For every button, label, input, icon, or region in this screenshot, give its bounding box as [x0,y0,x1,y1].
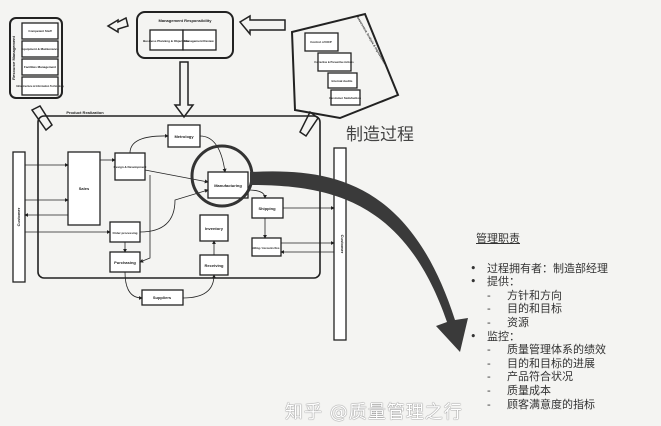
realization-title: Product Realization [66,110,104,115]
monitor-sub: 质量管理体系的绩效 [476,343,608,357]
watermark: 知乎 @质量管理之行 [285,402,463,423]
box-label: Control of NCP [310,40,332,44]
responsibility-panel: 管理职责 过程拥有者：制造部经理 提供： 方针和方向 目的和目标 资源 监控： … [470,232,608,412]
process-billing: Billing / Accounts Rec. [252,246,280,250]
process-manufacturing: Manufacturing [214,183,242,188]
box-label: Customer Satisfaction [329,96,361,100]
process-title: 制造过程 [346,125,414,145]
box-label: Competent Staff [28,29,51,33]
customer-left: Customer [16,207,21,226]
process-sales: Sales [79,186,90,191]
resource-title: Resource Management [11,35,16,79]
provide-sub: 目的和目标 [476,302,608,316]
box-label: Internal Audits [332,79,353,83]
owner-item: 过程拥有者：制造部经理 [470,262,608,276]
box-label: Business Planning & Objectives [143,39,189,43]
customer-right: Customer [340,235,345,254]
monitor-sub: 产品符合状况 [476,370,608,384]
monitor-item: 监控： [470,330,608,344]
process-metrology: Metrology [174,134,194,139]
provide-sub: 资源 [476,316,608,330]
box-label: Equipment & Maintenance [21,47,59,51]
process-suppliers: Suppliers [153,295,172,300]
box-label: Facilities Management [24,65,56,69]
box-label: Management Review [184,39,214,43]
process-shipping: Shipping [258,206,276,211]
provide-sub: 方针和方向 [476,289,608,303]
box-label: Corrective & Preventive Actions [314,60,354,64]
panel-heading: 管理职责 [476,232,520,245]
process-order: Order processing [112,231,137,235]
big-curved-arrow [250,171,468,352]
process-design: Design & Development [114,165,147,169]
measurement-title: Measurement, Analysis & Improvement [355,14,386,64]
provide-item: 提供： [470,275,608,289]
process-receiving: Receiving [205,263,224,268]
monitor-sub: 质量成本 [476,384,608,398]
process-purchasing: Purchasing [114,260,136,265]
process-inventory: Inventory [205,226,224,231]
management-title: Management Responsibility [159,18,213,23]
monitor-sub: 目的和目标的进展 [476,357,608,371]
monitor-sub: 顾客满意度的指标 [476,398,608,412]
box-label: Infrastructure & Information Technology [16,85,64,88]
